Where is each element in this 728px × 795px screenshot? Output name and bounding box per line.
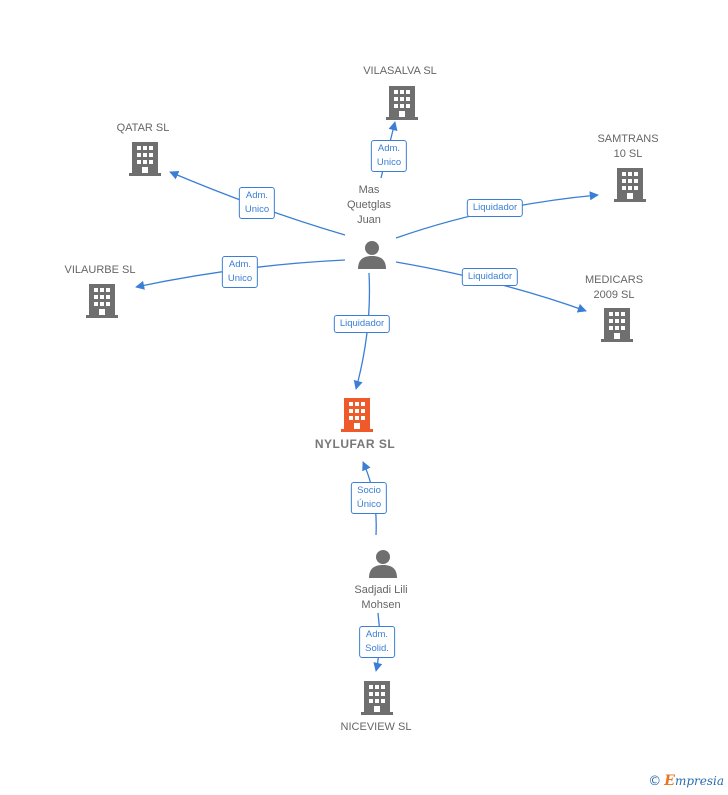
brand-name: mpresia [674, 774, 724, 788]
person-icon-mas[interactable] [357, 240, 387, 270]
person-label-mas[interactable]: Mas Quetglas Juan [346, 184, 392, 226]
edge-label-mas-nylufar: Liquidador [333, 315, 391, 333]
copyright-icon: © [648, 774, 662, 789]
edge-label-mas-qatar: Adm. Unico [238, 187, 276, 219]
edge-label-sadjadi-nylufar: Socio Único [350, 482, 388, 514]
building-icon-vilasalva[interactable] [386, 86, 418, 120]
edge-label-mas-vilaurbe: Adm. Unico [221, 256, 259, 288]
building-icon-samtrans[interactable] [614, 168, 646, 202]
building-icon-qatar[interactable] [129, 142, 161, 176]
brand-initial: E [664, 773, 675, 789]
company-label-niceview[interactable]: NICEVIEW SL [340, 721, 412, 733]
edge-label-mas-medicars: Liquidador [461, 268, 519, 286]
company-label-samtrans[interactable]: SAMTRANS 10 SL [597, 133, 659, 160]
company-label-vilasalva[interactable]: VILASALVA SL [363, 65, 437, 77]
company-label-qatar[interactable]: QATAR SL [116, 122, 170, 134]
edge-label-sadjadi-niceview: Adm. Solid. [359, 626, 395, 658]
building-icon-vilaurbe[interactable] [86, 284, 118, 318]
company-label-medicars[interactable]: MEDICARS 2009 SL [584, 274, 644, 301]
company-label-vilaurbe[interactable]: VILAURBE SL [64, 264, 136, 276]
edge-label-mas-samtrans: Liquidador [466, 199, 524, 217]
person-icon-sadjadi[interactable] [368, 549, 398, 579]
building-icon-medicars[interactable] [601, 308, 633, 342]
edge-label-mas-vilasalva: Adm. Unico [370, 140, 408, 172]
empresia-watermark: ©Empresia [648, 773, 724, 789]
company-label-nylufar[interactable]: NYLUFAR SL [314, 437, 396, 451]
building-icon-niceview[interactable] [361, 681, 393, 715]
building-icon-nylufar[interactable] [341, 398, 373, 432]
person-label-sadjadi[interactable]: Sadjadi Lili Mohsen [354, 584, 408, 611]
